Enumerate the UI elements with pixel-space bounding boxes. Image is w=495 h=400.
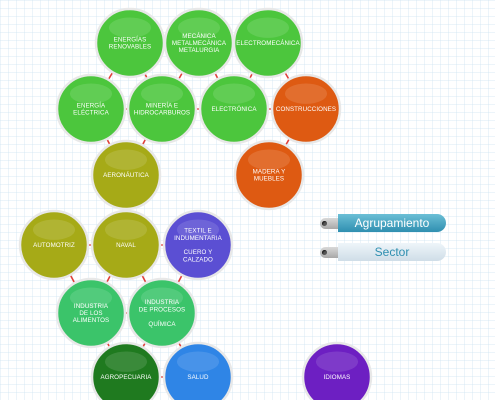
node-label: ENERGÍAS — [114, 36, 147, 43]
node-highlight — [104, 219, 148, 240]
node-label: QUÍMICA — [148, 321, 176, 328]
node-label: MINERÍA E — [146, 102, 178, 109]
node-electromecanica[interactable]: ELECTROMECÁNICA — [232, 7, 304, 79]
node-label: TEXTIL E — [184, 228, 211, 235]
node-label: ELÉCTRICA — [73, 110, 109, 117]
node-highlight — [246, 17, 290, 38]
node-label: AGROPECUARIA — [100, 374, 152, 381]
node-label: DE LOS — [79, 310, 102, 317]
node-highlight — [32, 219, 76, 240]
node-label: RENOVABLES — [109, 44, 152, 51]
node-highlight — [176, 351, 220, 372]
node-label: DE PROCESOS — [139, 306, 186, 313]
node-label: ELECTROMECÁNICA — [236, 40, 300, 47]
node-label: MUEBLES — [254, 176, 284, 183]
node-circle — [232, 7, 304, 79]
node-circle — [55, 277, 127, 349]
node-label: MADERA Y — [253, 168, 286, 175]
node-label: IDIOMAS — [324, 374, 351, 381]
node-highlight — [315, 351, 359, 372]
node-label: SALUD — [187, 374, 209, 381]
legend-agrupamiento-label: Agrupamiento — [338, 214, 446, 232]
node-highlight — [104, 351, 148, 372]
nodes-layer: ENERGÍASRENOVABLESMECÁNICAMETALMECÁNICAM… — [18, 7, 373, 400]
node-label: NAVAL — [116, 242, 136, 249]
node-highlight — [104, 149, 148, 170]
node-electronica[interactable]: ELECTRÓNICA — [198, 73, 270, 145]
node-label: MECÁNICA — [182, 33, 216, 40]
node-highlight — [284, 83, 328, 104]
node-salud[interactable]: SALUD — [162, 341, 234, 400]
node-highlight — [140, 83, 184, 104]
node-highlight — [69, 287, 113, 308]
node-circle — [90, 209, 162, 281]
node-construcciones[interactable]: CONSTRUCCIONES — [270, 73, 342, 145]
node-circle — [270, 73, 342, 145]
node-automotriz[interactable]: AUTOMOTRIZ — [18, 209, 90, 281]
node-label: CALZADO — [183, 256, 213, 263]
node-circle — [301, 341, 373, 400]
node-circle — [126, 277, 198, 349]
node-label: ELECTRÓNICA — [211, 106, 257, 113]
node-circle — [233, 139, 305, 211]
node-aeronautica[interactable]: AERONÁUTICA — [90, 139, 162, 211]
node-highlight — [177, 17, 221, 38]
legend-agrupamiento[interactable]: Agrupamiento — [320, 214, 450, 232]
node-circle — [90, 341, 162, 400]
node-idiomas[interactable]: IDIOMAS — [301, 341, 373, 400]
node-circle — [162, 341, 234, 400]
node-highlight — [69, 83, 113, 104]
node-label: AUTOMOTRIZ — [33, 242, 75, 249]
node-circle — [55, 73, 127, 145]
legend-sector-label: Sector — [338, 243, 446, 261]
node-highlight — [247, 149, 291, 170]
legend-pin — [320, 218, 352, 229]
node-label: ALIMENTOS — [73, 317, 110, 324]
node-circle — [126, 73, 198, 145]
node-label: CUERO Y — [184, 249, 213, 256]
node-highlight — [140, 287, 184, 308]
node-label: METALMECÁNICA — [172, 40, 227, 47]
node-highlight — [212, 83, 256, 104]
node-label: INDUMENTARIA — [174, 235, 223, 242]
legend-pin — [320, 247, 352, 258]
node-label: ENERGÍA — [77, 102, 106, 109]
node-highlight — [176, 219, 220, 240]
node-circle — [18, 209, 90, 281]
node-label: AERONÁUTICA — [103, 172, 150, 179]
node-naval[interactable]: NAVAL — [90, 209, 162, 281]
pin-dot-icon — [322, 221, 327, 226]
node-highlight — [108, 17, 152, 38]
node-circle — [90, 139, 162, 211]
legend-sector[interactable]: Sector — [320, 243, 450, 261]
node-label: HIDROCARBUROS — [134, 110, 190, 117]
node-label: INDUSTRIA — [145, 299, 180, 306]
node-label: INDUSTRIA — [74, 303, 109, 310]
node-circle — [162, 209, 234, 281]
node-label: METALURGIA — [179, 47, 221, 54]
node-agropecuaria[interactable]: AGROPECUARIA — [90, 341, 162, 400]
pin-dot-icon — [322, 250, 327, 255]
node-label: CONSTRUCCIONES — [276, 106, 336, 113]
node-circle — [198, 73, 270, 145]
